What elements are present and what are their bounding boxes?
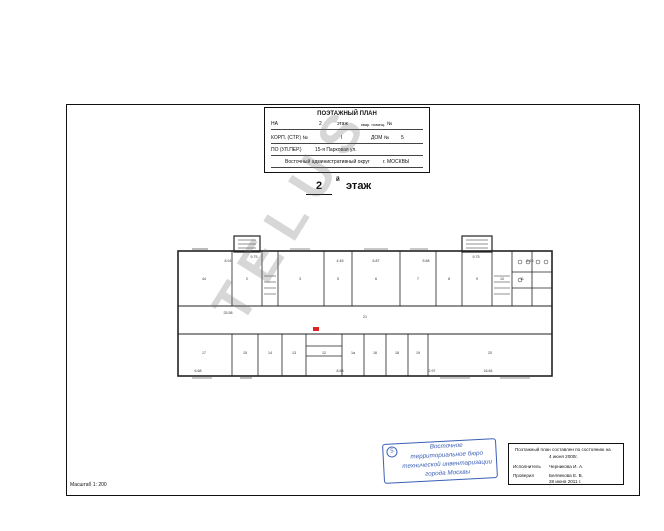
room-number: 19 [416, 351, 420, 355]
stair-hatching [238, 239, 510, 295]
room-number: 6 [375, 277, 377, 281]
floor-number: 2 [319, 121, 322, 127]
stair-tower-left [233, 235, 261, 253]
city: г. МОСКВЫ [383, 159, 410, 165]
floor-heading-suffix: й [336, 177, 340, 183]
dimension-label: 16.64 [484, 369, 493, 373]
survey-date: 4 июня 2000г. [549, 454, 578, 459]
room-number: 11 [520, 277, 524, 281]
bottom-partitions [231, 334, 429, 376]
room-number: 5 [337, 277, 339, 281]
street-label: ПО (УЛ.ПЕР.) [271, 147, 302, 153]
survey-info-box: Поэтажный план составлен по состоянию на… [508, 443, 624, 485]
room-number: 8 [448, 277, 450, 281]
dimension-label: 9.75 [251, 255, 258, 259]
top-partitions [231, 251, 552, 306]
dimension-label: 9.75 [473, 255, 480, 259]
stair-tower-right [461, 235, 493, 253]
korp-label: КОРП. (СТР.) № [271, 135, 308, 141]
drawing-frame [66, 104, 640, 496]
window-marks [192, 248, 530, 379]
executor-label: Исполнитель [513, 464, 541, 469]
room-number: 21 [363, 315, 367, 319]
room-number: 44 [202, 277, 206, 281]
checker-label: Проверил [513, 473, 535, 478]
street-value: 15-я Парковая ул. [315, 147, 357, 153]
dimension-label: 5.68 [423, 259, 430, 263]
floor-word: этаж [337, 121, 348, 127]
title-row-district: Восточный административный округ г. МОСК… [271, 158, 423, 168]
room-number: 9 [476, 277, 478, 281]
room-number: 17 [202, 351, 206, 355]
floor-heading-underline [306, 194, 332, 195]
no-label: № [387, 121, 393, 127]
dimension-label: 6.68 [195, 369, 202, 373]
dimension-label: 25.58 [224, 311, 233, 315]
korp-value: I [341, 135, 343, 141]
sanitary-fixtures [517, 259, 549, 283]
dimension-label: 2.97 [429, 369, 436, 373]
dimension-label: 8.91 [225, 259, 232, 263]
location-marker [313, 327, 319, 331]
dimension-label: 6.87 [373, 259, 380, 263]
scale-label: Масштаб 1: 200 [70, 482, 107, 488]
na-label: НА [271, 121, 278, 127]
dimension-label: 5.16 [527, 259, 534, 263]
dimension-label: 8.68 [337, 369, 344, 373]
building-outline [177, 250, 553, 377]
room-number: 7 [417, 277, 419, 281]
room-number: 10 [500, 277, 504, 281]
room-number: 1a [351, 351, 355, 355]
floor-heading-number: 2 [316, 180, 323, 192]
title-row-floor: НА 2 этаж квар. помещ. № [271, 120, 423, 130]
dom-label: ДОМ № [371, 135, 390, 141]
bti-stamp: 5 Восточное территориальное бюро техниче… [382, 438, 498, 484]
checker-name: Беляекова Е. В. [549, 473, 583, 478]
signed-date: 28 июня 2011 г. [549, 479, 582, 484]
room-number: 18 [395, 351, 399, 355]
room-number: 3 [299, 277, 301, 281]
title-heading: ПОЭТАЖНЫЙ ПЛАН [317, 111, 377, 117]
stamp-number: 5 [386, 446, 398, 458]
title-row-street: ПО (УЛ.ПЕР.) 15-я Парковая ул. [271, 146, 423, 156]
district: Восточный административный округ [285, 159, 370, 165]
room-number: 13 [292, 351, 296, 355]
room-number: 14 [268, 351, 272, 355]
title-block: ПОЭТАЖНЫЙ ПЛАН НА 2 этаж квар. помещ. № … [264, 107, 430, 173]
room-number: 15 [243, 351, 247, 355]
room-number: 16 [373, 351, 377, 355]
dimension-label: 4.45 [337, 259, 344, 263]
apt-label: квар. помещ. [361, 122, 386, 127]
room-number: 20 [488, 351, 492, 355]
dom-value: 5 [401, 135, 404, 141]
title-row-building: КОРП. (СТР.) № I ДОМ № 5 [271, 134, 423, 144]
executor-name: Черникова И. А. [549, 464, 584, 469]
floor-heading-word: этаж [346, 180, 372, 192]
survey-note: Поэтажный план составлен по состоянию на [515, 447, 611, 452]
room-number: 2 [246, 277, 248, 281]
room-number: 12 [322, 351, 326, 355]
